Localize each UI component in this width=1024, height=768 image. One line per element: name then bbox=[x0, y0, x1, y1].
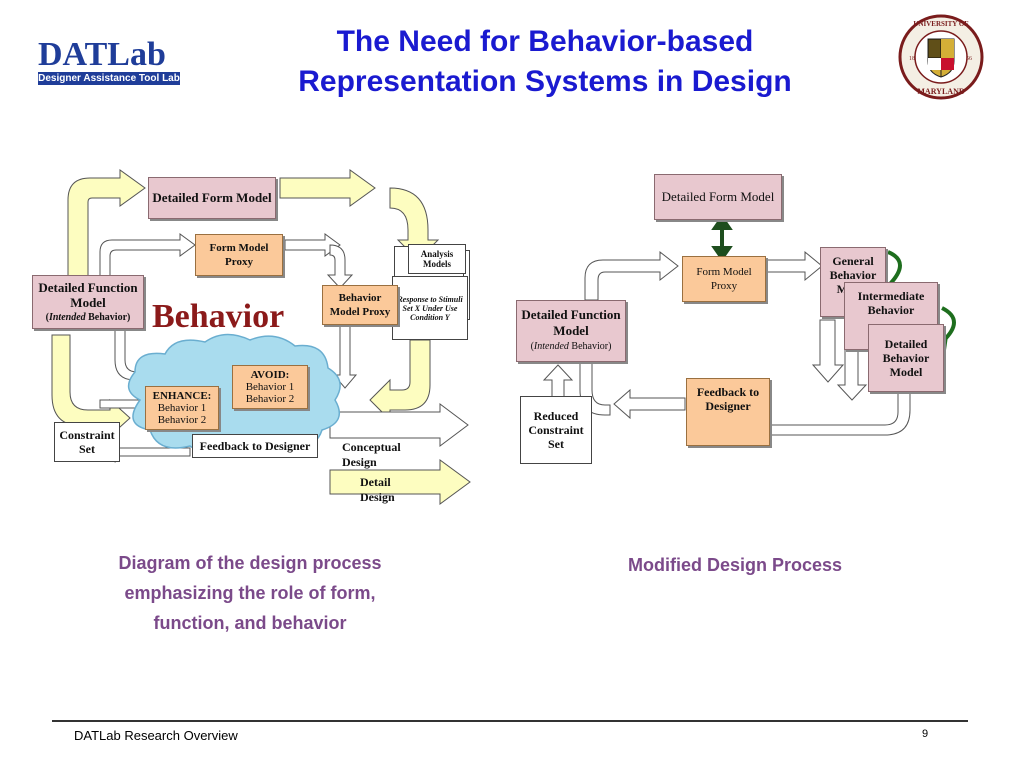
umd-seal-top-text: UNIVERSITY OF bbox=[913, 20, 968, 28]
right-reduced-constraint-set-box: Reduced Constraint Set bbox=[520, 396, 592, 464]
right-intermediate-behavior-label: Intermediate Behavior bbox=[857, 289, 925, 317]
right-feedback-to-designer-box: Feedback to Designer bbox=[686, 378, 770, 446]
right-form-model-proxy-box: Form Model Proxy bbox=[682, 256, 766, 302]
right-detailed-behavior-model-label: Detailed Behavior Model bbox=[882, 337, 930, 379]
right-detailed-function-model-box: Detailed Function Model (Intended Behavi… bbox=[516, 300, 626, 362]
umd-seal-year-left: 18 bbox=[909, 56, 915, 62]
left-detailed-form-model-label: Detailed Form Model bbox=[152, 190, 272, 205]
left-constraint-set-box: Constraint Set bbox=[54, 422, 120, 462]
left-intended-word: Intended bbox=[48, 311, 86, 323]
umd-seal-year-right: 56 bbox=[966, 56, 972, 62]
right-diagram-caption: Modified Design Process bbox=[627, 555, 843, 575]
footer-divider bbox=[52, 720, 968, 722]
umd-seal-lettering: UNIVERSITY OF MARYLAND 18 56 bbox=[909, 20, 972, 96]
left-behavior-model-proxy-box: Behavior Model Proxy bbox=[322, 285, 398, 325]
left-behavior-heading: Behavior bbox=[152, 298, 285, 335]
page-number: 9 bbox=[922, 728, 929, 740]
right-detailed-form-model-box: Detailed Form Model bbox=[654, 174, 782, 220]
right-feedback-to-designer-label: Feedback to Designer bbox=[696, 385, 760, 413]
datlab-logo-text: DATLab bbox=[38, 36, 166, 73]
slide-title: The Need for Behavior-based Representati… bbox=[200, 22, 890, 102]
right-detailed-function-model-label: Detailed Function Model bbox=[521, 307, 621, 338]
left-detailed-function-model-box: Detailed Function Model (Intended Behavi… bbox=[32, 275, 144, 329]
left-avoid-behavior1: Behavior 1 bbox=[245, 381, 295, 393]
right-behavior-word: Behavior bbox=[571, 341, 609, 352]
right-detailed-form-model-label: Detailed Form Model bbox=[661, 189, 775, 204]
left-detail-design-label: Detail Design bbox=[360, 475, 395, 504]
umd-seal-bottom-text: MARYLAND bbox=[917, 87, 964, 96]
left-detailed-function-model-label: Detailed Function Model bbox=[38, 279, 138, 310]
left-behavior-word: Behavior bbox=[88, 311, 128, 323]
left-form-model-proxy-label: Form Model Proxy bbox=[209, 242, 269, 268]
left-form-model-proxy-box: Form Model Proxy bbox=[195, 234, 283, 276]
right-intended-behavior-note: (Intended Behavior) bbox=[530, 341, 612, 352]
left-diagram-caption: Diagram of the design process emphasizin… bbox=[60, 548, 440, 638]
left-behavior-model-proxy-label: Behavior Model Proxy bbox=[329, 292, 391, 318]
university-of-maryland-seal-icon: UNIVERSITY OF MARYLAND 18 56 bbox=[898, 14, 984, 100]
left-enhance-label: ENHANCE: bbox=[152, 390, 212, 402]
left-caption-line2: emphasizing the role of form, bbox=[124, 583, 376, 603]
left-detailed-form-model-box: Detailed Form Model bbox=[148, 177, 276, 219]
right-reduced-constraint-set-label: Reduced Constraint Set bbox=[528, 409, 584, 451]
left-conceptual-design-label: Conceptual Design bbox=[342, 440, 401, 469]
left-enhance-box: ENHANCE: Behavior 1 Behavior 2 bbox=[145, 386, 219, 430]
left-enhance-behavior2: Behavior 2 bbox=[157, 414, 207, 426]
left-analysis-models-label: Analysis Models bbox=[420, 249, 454, 269]
left-avoid-behavior2: Behavior 2 bbox=[245, 393, 295, 405]
left-feedback-to-designer-label: Feedback to Designer bbox=[199, 439, 311, 453]
right-intended-word: Intended bbox=[533, 341, 569, 352]
left-caption-line3: function, and behavior bbox=[153, 613, 347, 633]
left-analysis-models-box: Analysis Models bbox=[408, 244, 466, 274]
left-avoid-box: AVOID: Behavior 1 Behavior 2 bbox=[232, 365, 308, 409]
right-detailed-behavior-model-box: Detailed Behavior Model bbox=[868, 324, 944, 392]
left-constraint-set-label: Constraint Set bbox=[59, 428, 115, 456]
slide-title-line2: Representation Systems in Design bbox=[298, 65, 792, 98]
slide-title-line1: The Need for Behavior-based bbox=[336, 25, 754, 58]
left-caption-line1: Diagram of the design process bbox=[118, 553, 382, 573]
left-response-note-label: Response to Stimuli Set X Under Use Cond… bbox=[397, 294, 463, 322]
left-response-note-box: Response to Stimuli Set X Under Use Cond… bbox=[392, 276, 468, 340]
datlab-logo: DATLab Designer Assistance Tool Lab bbox=[38, 38, 180, 85]
right-form-model-proxy-label: Form Model Proxy bbox=[696, 266, 752, 292]
left-feedback-to-designer-box: Feedback to Designer bbox=[192, 434, 318, 458]
footer-text: DATLab Research Overview bbox=[74, 728, 238, 743]
right-modified-design-process-diagram: Detailed Form Model Form Model Proxy Gen… bbox=[0, 0, 956, 464]
datlab-logo-subtitle: Designer Assistance Tool Lab bbox=[38, 72, 180, 85]
left-avoid-label: AVOID: bbox=[250, 369, 290, 381]
left-intended-behavior-note: (Intended Behavior) bbox=[45, 311, 131, 323]
left-enhance-behavior1: Behavior 1 bbox=[157, 402, 207, 414]
left-design-process-diagram: Detailed Form Model Form Model Proxy Ana… bbox=[0, 0, 471, 505]
